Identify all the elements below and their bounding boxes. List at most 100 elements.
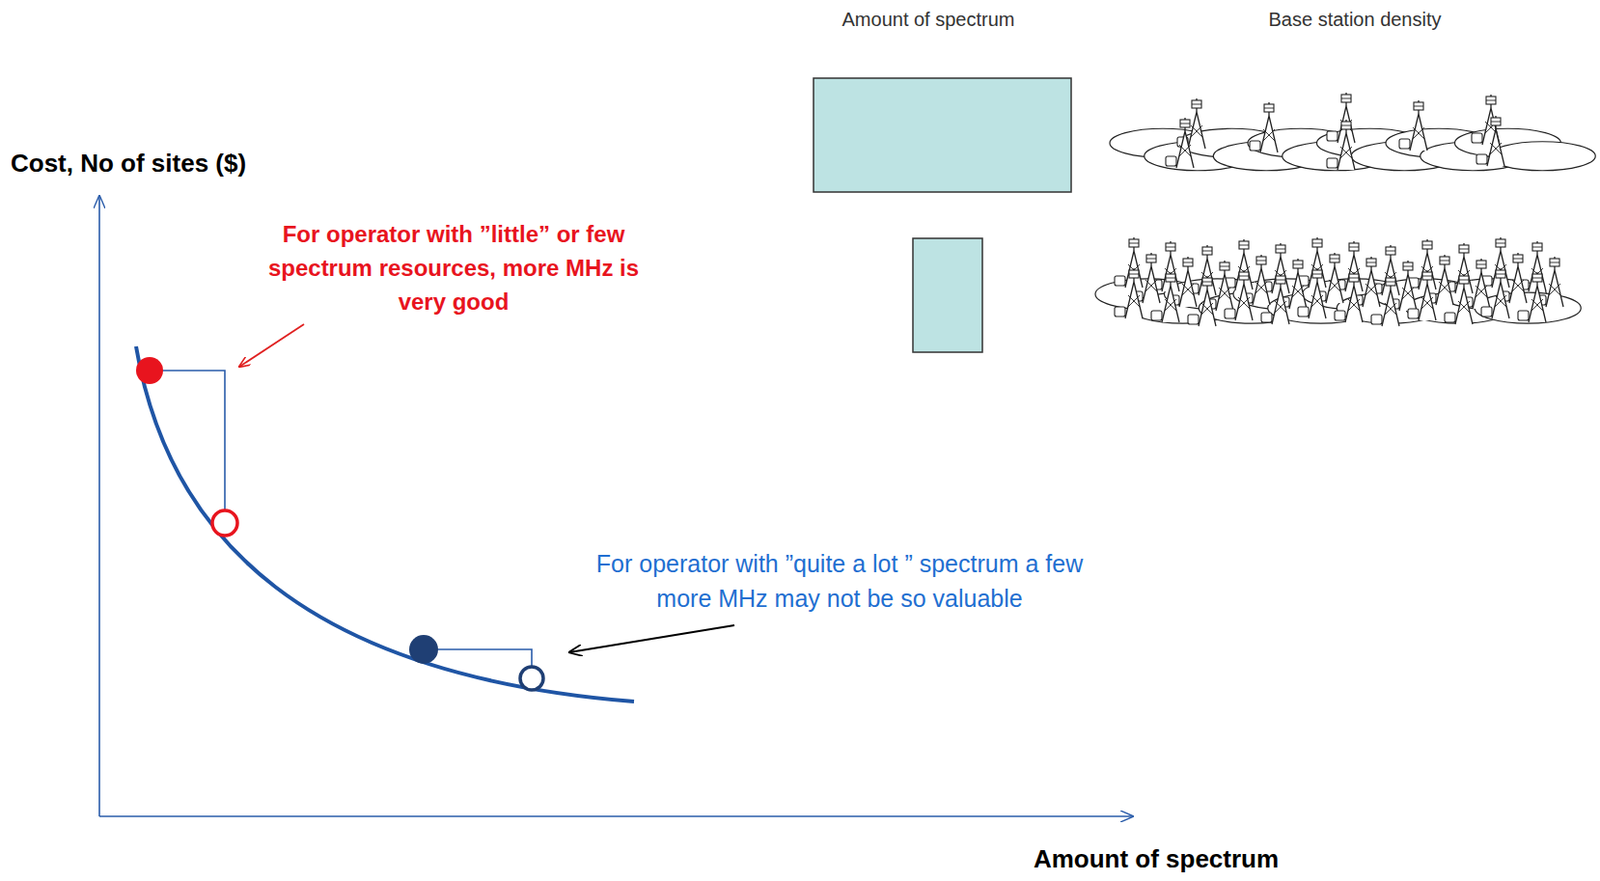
tower-part (1413, 106, 1424, 108)
tower-part (1145, 279, 1158, 292)
tower-part (1549, 262, 1560, 264)
tower-part (1151, 310, 1162, 321)
axis-title: Amount of spectrum (963, 841, 1350, 879)
tower-part (1476, 154, 1488, 165)
tower-part (1180, 119, 1190, 128)
tower-part (1337, 133, 1355, 170)
tower-part (1224, 308, 1236, 319)
tower-part (1312, 239, 1323, 248)
tower-part (1161, 285, 1180, 323)
tower-part (1190, 125, 1203, 138)
tower-part (1198, 289, 1216, 327)
tower-part (1341, 121, 1352, 130)
spectrum-block (813, 78, 1072, 193)
tower-part (1328, 279, 1341, 292)
tower-part (1191, 100, 1202, 109)
tower-part (1165, 277, 1176, 279)
tower-part (1275, 279, 1286, 281)
tower-part (1218, 287, 1231, 300)
tower-part (1202, 281, 1213, 283)
tower-part (1271, 287, 1290, 325)
tower-part (1215, 274, 1234, 311)
step-bracket (423, 649, 532, 666)
tower-part (1402, 287, 1414, 300)
tower-part (1422, 245, 1433, 247)
tower-part (1509, 266, 1527, 304)
tower-part (1365, 283, 1378, 296)
tower-part (1183, 262, 1193, 264)
tower-part (1459, 279, 1469, 281)
tower-part (1489, 142, 1502, 155)
tower-part (1183, 258, 1193, 267)
tower-part (1385, 250, 1396, 252)
tower-part (1129, 270, 1139, 278)
tower-part (1490, 117, 1501, 126)
tower-part (1252, 268, 1270, 305)
tower-part (1264, 104, 1274, 112)
tower-part (1438, 281, 1451, 294)
tower-part (1545, 270, 1564, 307)
tower-part (1528, 285, 1546, 323)
tower-part (1513, 258, 1523, 260)
column-heading: Base station density (1229, 5, 1481, 34)
tower-part (1165, 156, 1177, 166)
tower-part (1385, 247, 1396, 255)
tower-part (1517, 310, 1529, 321)
tower-part (1182, 283, 1194, 296)
tower-part (1326, 131, 1338, 141)
tower-part (1238, 297, 1250, 309)
axis-title: Cost, No of sites ($) (10, 145, 378, 183)
current-point (136, 357, 164, 385)
tower-part (1474, 292, 1581, 324)
tower-part (1165, 274, 1176, 282)
tower-part (1334, 310, 1346, 321)
tower-part (1292, 285, 1304, 298)
tower-part (1549, 258, 1560, 267)
tower-part (1308, 281, 1326, 319)
tower-part (1348, 299, 1360, 311)
tower-part (1239, 241, 1249, 249)
tower-part (1255, 281, 1268, 294)
tower-part (1413, 102, 1424, 111)
tower-part (1458, 301, 1470, 313)
tower-part (1531, 299, 1544, 311)
new-point (520, 666, 544, 690)
tower-part (1260, 115, 1278, 153)
tower-part (1293, 264, 1303, 266)
tower-part (1490, 121, 1501, 123)
tower-part (1239, 272, 1249, 280)
tower-part (1202, 247, 1213, 255)
tower-part (1403, 262, 1413, 271)
tower-part (1239, 275, 1249, 277)
tower-part (1340, 119, 1352, 132)
tower-part (1362, 270, 1380, 307)
tower-part (1475, 285, 1488, 298)
tower-part (1275, 245, 1286, 253)
tower-part (1256, 260, 1267, 262)
tower-part (1481, 306, 1492, 317)
tower-part (1176, 131, 1194, 168)
tower-part (1384, 303, 1397, 315)
tower-part (1459, 275, 1469, 284)
tower-part (1165, 243, 1176, 251)
tower-part (1399, 138, 1410, 149)
column-heading: Amount of spectrum (802, 5, 1054, 34)
tower-part (1187, 111, 1206, 149)
tower-part (1459, 245, 1469, 253)
tower-part (1256, 256, 1267, 265)
leader-arrow (569, 625, 735, 653)
tower-part (1275, 275, 1286, 284)
tower-part (1422, 275, 1433, 277)
tower-part (1312, 274, 1323, 276)
tower-part (1179, 270, 1197, 307)
tower-part (1202, 277, 1213, 286)
tower-part (1297, 306, 1309, 317)
tower-part (1495, 239, 1506, 248)
tower-part (1341, 125, 1352, 127)
tower-part (1385, 281, 1396, 283)
tower-part (1146, 254, 1157, 263)
tower-part (1486, 96, 1496, 105)
tower-part (1422, 241, 1433, 249)
callout-note: For operator with ”little” or few spectr… (255, 218, 652, 319)
tower-part (1275, 248, 1286, 250)
